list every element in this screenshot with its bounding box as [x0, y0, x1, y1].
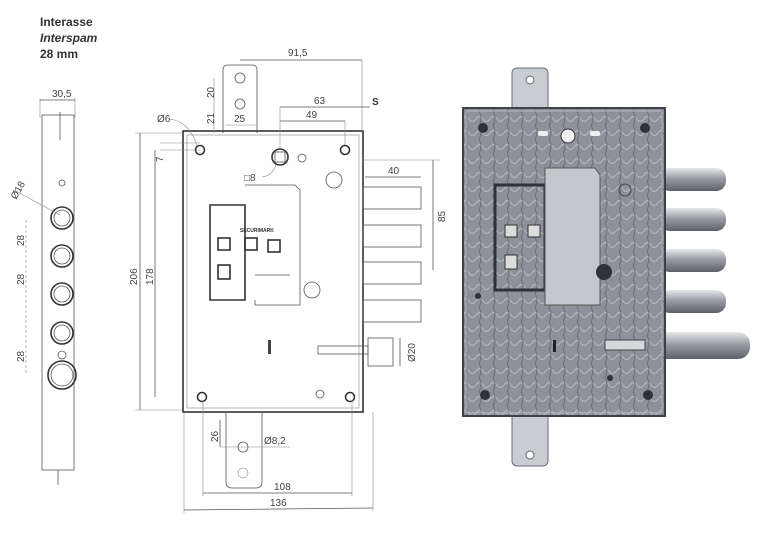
top-strike-plate: [222, 64, 258, 133]
side-spacing-1: 28: [16, 234, 27, 246]
header-line-2: Interspam: [40, 31, 98, 45]
dim-backset: 63: [314, 96, 326, 107]
dim-spindle: □8: [244, 173, 256, 184]
side-view: 30,5 Ø18 28 28 28: [9, 89, 77, 485]
lock-product-image: [462, 67, 750, 467]
photo-bolts: [640, 168, 750, 359]
side-bolt-diameter: Ø18: [9, 179, 28, 201]
dim-bolt-span: 85: [437, 210, 448, 222]
dim-hole-spacing: 49: [306, 110, 318, 121]
side-width-label: 30,5: [52, 89, 72, 100]
brand-logo-icon: [325, 171, 343, 189]
side-spacing-2: 28: [16, 273, 27, 285]
dim-top-plate-w: 25: [234, 114, 246, 125]
header-line-1: Interasse: [40, 15, 93, 29]
dim-top-plate-h1: 20: [206, 86, 217, 98]
dim-width-total: 136: [270, 498, 287, 509]
dim-height-total: 206: [129, 268, 140, 285]
dim-bolt-throw: 40: [388, 166, 400, 177]
header-line-3: 28 mm: [40, 47, 79, 61]
dim-top-overall: 91,5: [288, 48, 308, 59]
drawing-bolts: [317, 186, 422, 367]
dim-height-holes: 178: [145, 268, 156, 285]
dim-hole-offset: 7: [155, 156, 166, 162]
side-spacing-3: 28: [16, 350, 27, 362]
interaxis-header: Interasse Interspam 28 mm: [40, 14, 97, 62]
dim-hole-diameter: Ø6: [157, 114, 171, 125]
dim-top-plate-h2: 21: [206, 112, 217, 124]
side-bolt-holes: [47, 206, 77, 390]
faceplate-side: [41, 114, 75, 471]
dim-s-label: S: [372, 97, 379, 108]
dim-latch-diameter: Ø20: [407, 343, 418, 362]
dim-bottom-plate-h: 26: [210, 430, 221, 442]
front-view: SECURIMARK 91,5 20 21 25 63 S 49 Ø6: [129, 48, 448, 513]
drawing-logo-text: SECURIMARK: [240, 228, 274, 234]
dim-bottom-hole: Ø8,2: [264, 436, 286, 447]
dim-width-holes: 108: [274, 482, 291, 493]
